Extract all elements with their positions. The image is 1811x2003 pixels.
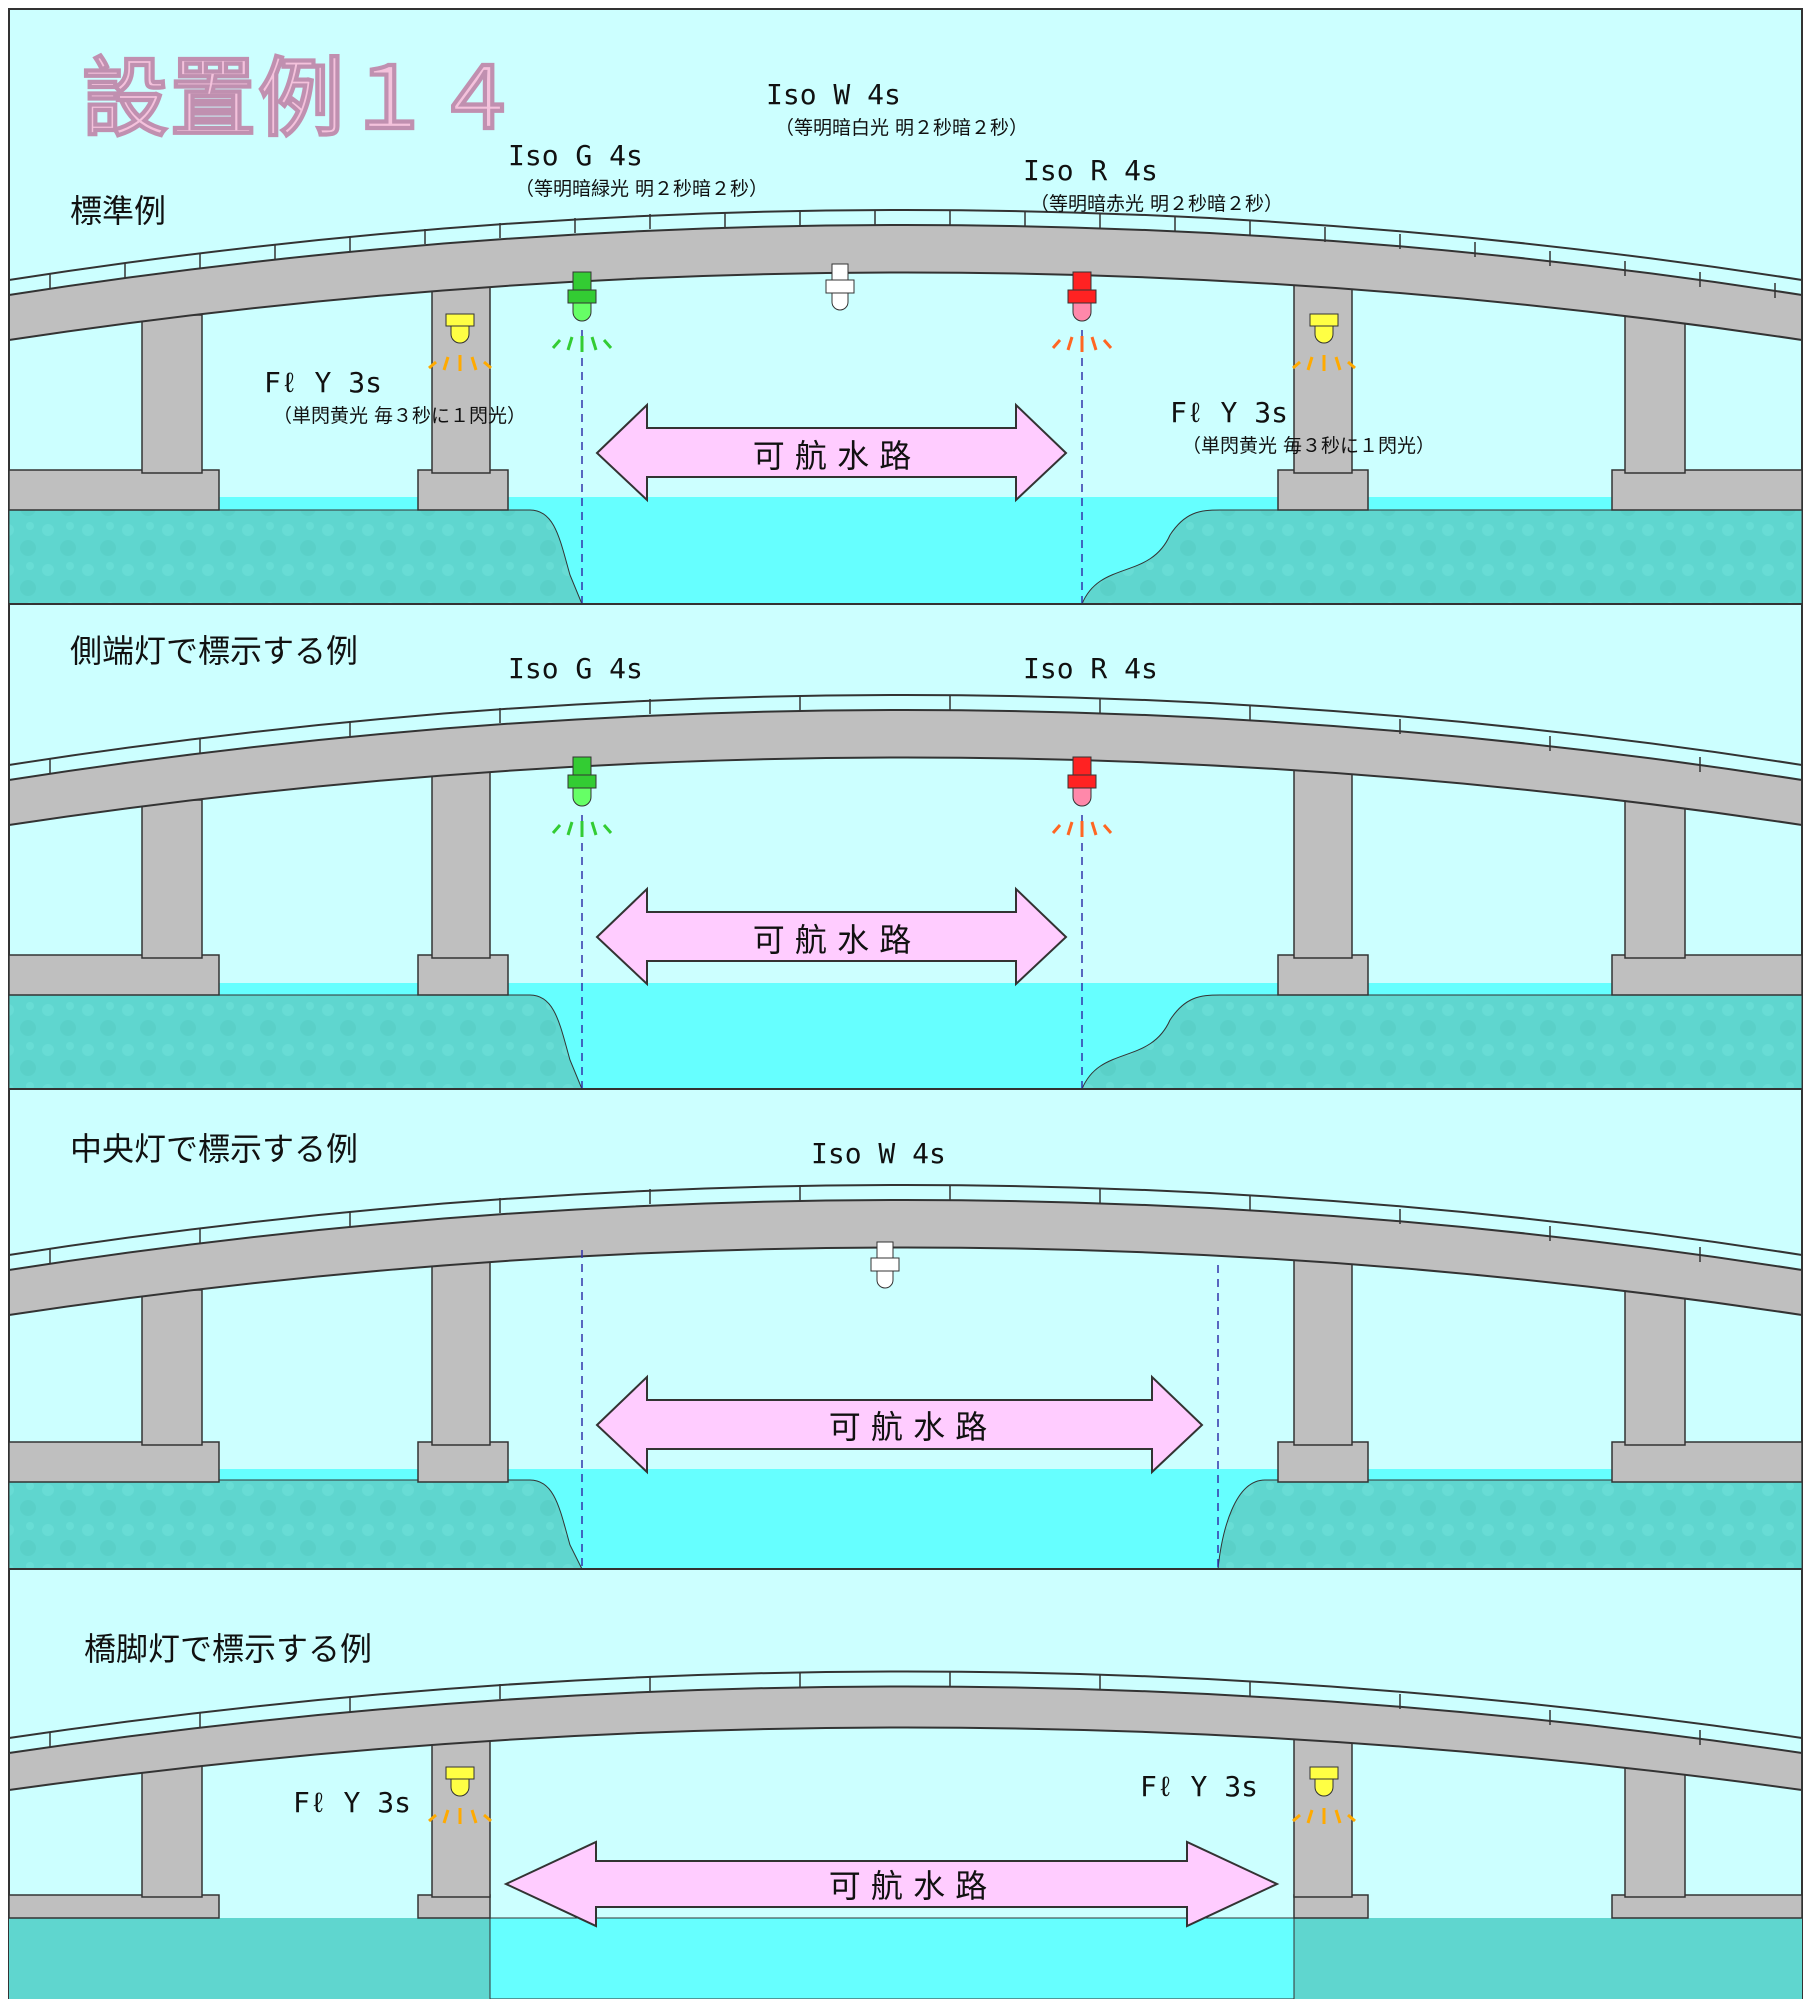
green-side-light	[551, 271, 613, 352]
light-label-green: Iso G 4s	[508, 139, 643, 172]
footing	[417, 1894, 491, 1919]
left-bank	[8, 1479, 583, 1570]
panel-heading: 標準例	[70, 192, 166, 230]
right-bank	[1081, 994, 1803, 1090]
panel-pier-lights: 可 航 水 路 橋脚灯で標示する例 Fℓ Y 3s Fℓ Y 3s	[8, 1568, 1803, 2000]
light-sub-green: （等明暗緑光 明２秒暗２秒）	[515, 178, 768, 200]
bridge-pier	[1293, 1249, 1353, 1446]
bridge-pier	[431, 759, 491, 959]
light-label-center: Iso W 4s	[766, 78, 901, 111]
footing	[417, 1441, 509, 1483]
light-label-green: Iso G 4s	[508, 652, 643, 685]
footing	[417, 469, 509, 511]
footing	[8, 954, 220, 996]
white-center-light	[870, 1241, 900, 1289]
footing	[417, 954, 509, 996]
bridge-deck	[8, 709, 1803, 827]
bridge-pier	[1624, 1764, 1686, 1898]
footing	[1277, 1441, 1369, 1483]
bridge-pier	[141, 314, 203, 474]
left-bank	[8, 994, 583, 1090]
footing	[1611, 954, 1803, 996]
railing-posts	[49, 210, 1776, 298]
bridge-railing	[8, 1670, 1803, 1739]
footing	[1611, 469, 1803, 511]
bridge-deck	[8, 1199, 1803, 1317]
panel-heading: 中央灯で標示する例	[70, 1130, 358, 1168]
light-label-red: Iso R 4s	[1023, 652, 1158, 685]
red-side-light	[1051, 271, 1113, 352]
panel-standard: 可 航 水 路 標準例 Iso W 4s （等明暗白光 明２秒暗２秒） Iso …	[8, 8, 1803, 605]
water-channel	[489, 1917, 1295, 2000]
bridge-pier	[1624, 1289, 1686, 1446]
white-center-light	[825, 263, 855, 311]
railing-posts	[49, 695, 1701, 774]
light-sub-center: （等明暗白光 明２秒暗２秒）	[775, 117, 1028, 139]
navigable-channel-arrow	[503, 1840, 1280, 1928]
right-bank	[1081, 509, 1803, 605]
light-label-pier-right: Fℓ Y 3s	[1140, 1770, 1258, 1803]
navigable-channel-arrow	[595, 886, 1068, 987]
railing-posts	[49, 1672, 1701, 1747]
bridge-railing	[8, 694, 1803, 766]
bridge-pier	[141, 1289, 203, 1446]
bridge-pier	[1624, 799, 1686, 959]
bridge-railing	[8, 1184, 1803, 1256]
bridge-pier	[141, 1764, 203, 1898]
panel-heading: 側端灯で標示する例	[70, 632, 358, 670]
panel-side-lights: 可 航 水 路 側端灯で標示する例 Iso G 4s Iso R 4s	[8, 603, 1803, 1090]
railing-posts	[49, 1185, 1701, 1264]
footing	[1277, 954, 1369, 996]
light-label-pier-right: Fℓ Y 3s	[1170, 396, 1288, 429]
yellow-pier-light	[1292, 1766, 1356, 1824]
yellow-pier-light	[1292, 313, 1356, 371]
green-side-light	[551, 756, 613, 837]
footing	[8, 1441, 220, 1483]
footing	[1293, 1894, 1369, 1919]
footing	[1611, 1894, 1803, 1919]
panel-heading: 橋脚灯で標示する例	[84, 1630, 372, 1668]
footing	[8, 1894, 220, 1919]
page-title: 設置例１４	[82, 49, 522, 149]
light-label-red: Iso R 4s	[1023, 154, 1158, 187]
footing	[8, 469, 220, 511]
bridge-deck	[8, 224, 1803, 342]
light-sub-red: （等明暗赤光 明２秒暗２秒）	[1030, 193, 1283, 215]
channel-label: 可 航 水 路	[829, 1408, 988, 1446]
footing	[1611, 1441, 1803, 1483]
yellow-pier-light	[428, 313, 492, 371]
yellow-pier-light	[428, 1766, 492, 1824]
bridge-pier	[431, 1249, 491, 1446]
footing	[1277, 469, 1369, 511]
light-label-pier-left: Fℓ Y 3s	[293, 1786, 411, 1819]
bridge-pier	[1293, 759, 1353, 959]
light-sub-pier-left: （単閃黄光 毎３秒に１閃光）	[273, 405, 526, 427]
light-sub-pier-right: （単閃黄光 毎３秒に１閃光）	[1182, 435, 1435, 457]
bridge-pier	[141, 799, 203, 959]
light-label-center: Iso W 4s	[811, 1137, 946, 1170]
panel-center-light: 可 航 水 路 中央灯で標示する例 Iso W 4s	[8, 1088, 1803, 1570]
bridge-railing	[8, 209, 1803, 281]
bridge-pier	[431, 274, 491, 474]
left-bank	[8, 509, 583, 605]
channel-label: 可 航 水 路	[753, 437, 912, 475]
channel-label: 可 航 水 路	[829, 1867, 988, 1905]
bridge-pier	[1624, 314, 1686, 474]
navigable-channel-arrow	[595, 1374, 1204, 1475]
channel-label: 可 航 水 路	[753, 921, 912, 959]
right-bank	[1217, 1479, 1803, 1570]
bridge-deck	[8, 1685, 1803, 1792]
light-label-pier-left: Fℓ Y 3s	[264, 366, 382, 399]
red-side-light	[1051, 756, 1113, 837]
navigable-channel-arrow	[595, 402, 1068, 503]
